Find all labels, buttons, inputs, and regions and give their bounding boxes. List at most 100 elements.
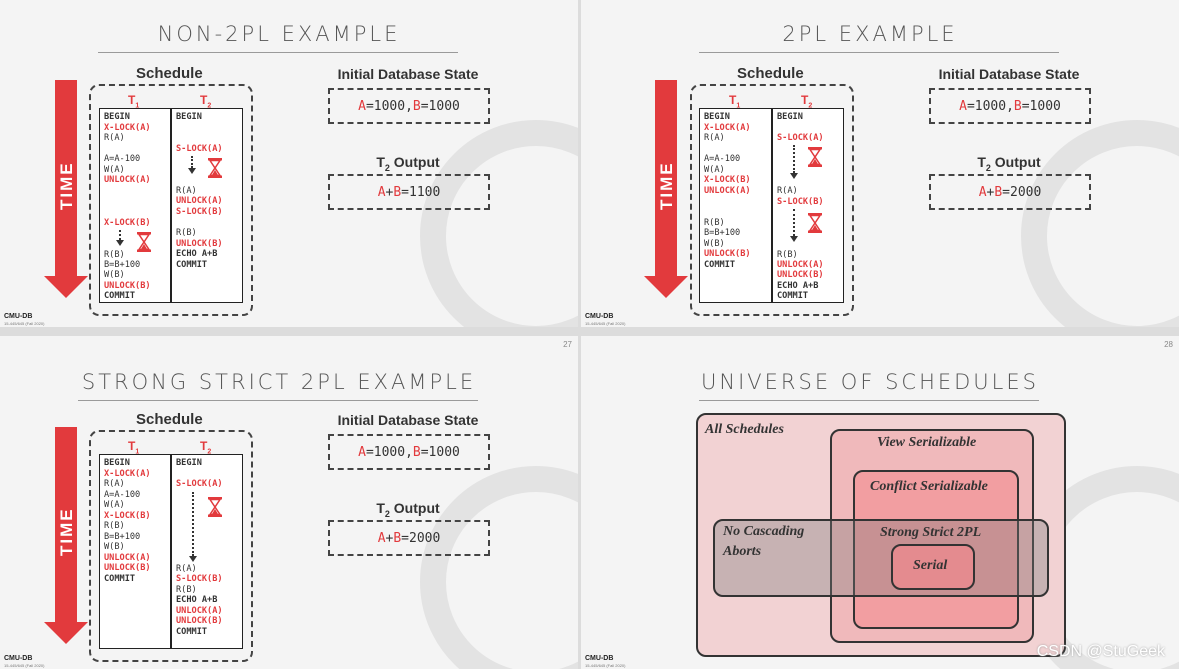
hourglass-icon — [137, 232, 151, 252]
op: R(A) — [777, 186, 798, 196]
course-label: 15-445/645 (Fall 2020) — [585, 321, 626, 326]
op: B=B+100 — [104, 260, 141, 270]
schedule-table — [99, 454, 243, 649]
op: R(B) — [704, 218, 725, 228]
schedule-label: Schedule — [136, 65, 203, 82]
wait-arrow — [793, 145, 795, 173]
op: BEGIN — [777, 112, 803, 122]
wait-arrow — [119, 230, 121, 240]
op: R(B) — [777, 250, 798, 260]
op: UNLOCK(B) — [176, 239, 223, 249]
t1-label: T1 — [128, 439, 140, 456]
op: UNLOCK(A) — [777, 260, 824, 270]
slide-2pl: 2PL EXAMPLE TIME Schedule T1 T2 BEGIN X-… — [581, 0, 1179, 327]
label-no-cascading-line2: Aborts — [723, 544, 762, 559]
op: S-LOCK(A) — [176, 479, 223, 489]
venn-conflict-serializable — [853, 470, 1019, 629]
time-arrow-head — [644, 276, 688, 298]
label-strong-strict-2pl: Strong Strict 2PL — [880, 525, 982, 540]
op: A=A-100 — [104, 154, 141, 164]
output-box: A+B=2000 — [328, 520, 490, 556]
op: UNLOCK(B) — [704, 249, 751, 259]
slide-title: STRONG STRICT 2PL EXAMPLE — [81, 370, 477, 394]
wait-arrow-head — [116, 240, 124, 246]
op: ECHO A+B — [176, 595, 218, 605]
op: W(A) — [704, 165, 725, 175]
slide-strong-strict-2pl: 27 STRONG STRICT 2PL EXAMPLE TIME Schedu… — [0, 336, 578, 669]
op: B=B+100 — [704, 228, 741, 238]
op: UNLOCK(A) — [104, 175, 151, 185]
initial-state-box: A=1000, B=1000 — [328, 434, 490, 470]
op: B=B+100 — [104, 532, 141, 542]
initial-state-title: Initial Database State — [337, 66, 479, 82]
t2-label: T2 — [200, 439, 212, 456]
wait-arrow — [192, 492, 194, 556]
t2-label: T2 — [801, 93, 813, 110]
label-view-serializable: View Serializable — [877, 435, 977, 450]
op: R(A) — [104, 133, 125, 143]
slide-non-2pl: NON-2PL EXAMPLE TIME Schedule T1 T2 BEGI… — [0, 0, 578, 327]
title-rule — [699, 52, 1059, 53]
time-arrow-head — [44, 276, 88, 298]
time-label: TIME — [57, 507, 76, 556]
op: UNLOCK(B) — [777, 270, 824, 280]
op: R(A) — [104, 479, 125, 489]
op: S-LOCK(B) — [777, 197, 824, 207]
slide-title: UNIVERSE OF SCHEDULES — [701, 370, 1039, 394]
cmu-watermark-logo — [420, 466, 578, 669]
op: X-LOCK(B) — [104, 218, 151, 228]
course-label: 15-445/645 (Fall 2020) — [4, 321, 45, 326]
hourglass-icon — [208, 158, 222, 178]
label-conflict-serializable: Conflict Serializable — [870, 479, 988, 494]
csdn-watermark: CSDN @StuGeek — [1036, 643, 1165, 660]
slide-universe: 28 UNIVERSE OF SCHEDULES All Schedules V… — [581, 336, 1179, 669]
op: X-LOCK(B) — [704, 175, 751, 185]
schedule-frame — [690, 84, 854, 316]
op: COMMIT — [104, 291, 136, 301]
column-divider — [170, 455, 172, 648]
initial-state-box: A=1000, B=1000 — [929, 88, 1091, 124]
wait-arrow — [191, 156, 193, 168]
wait-arrow-head — [189, 556, 197, 562]
op: UNLOCK(B) — [176, 616, 223, 626]
cmu-watermark-logo — [1021, 120, 1179, 327]
op: R(A) — [704, 133, 725, 143]
cmu-db-logo: CMU-DB — [585, 313, 614, 320]
initial-state-title: Initial Database State — [938, 66, 1080, 82]
output-box: A+B=2000 — [929, 174, 1091, 210]
op: X-LOCK(B) — [104, 511, 151, 521]
cmu-db-logo: CMU-DB — [4, 313, 33, 320]
hourglass-icon — [208, 497, 222, 517]
venn-no-cascading-aborts — [713, 519, 1049, 597]
op: S-LOCK(B) — [176, 574, 223, 584]
op: UNLOCK(A) — [104, 553, 151, 563]
op: BEGIN — [704, 112, 730, 122]
cmu-db-logo: CMU-DB — [4, 655, 33, 662]
column-divider — [170, 109, 172, 302]
time-arrow — [55, 427, 77, 624]
op: COMMIT — [176, 260, 208, 270]
time-arrow — [655, 80, 677, 278]
op: R(A) — [176, 564, 197, 574]
slide-title: NON-2PL EXAMPLE — [157, 22, 401, 46]
column-divider — [771, 109, 773, 302]
label-serial: Serial — [913, 558, 948, 573]
schedule-table — [99, 108, 243, 303]
page-number: 28 — [1164, 340, 1173, 349]
initial-state-title: Initial Database State — [337, 412, 479, 428]
venn-serial — [891, 544, 975, 590]
op: W(B) — [704, 239, 725, 249]
title-rule — [699, 400, 1039, 401]
op: COMMIT — [104, 574, 136, 584]
title-rule — [78, 400, 478, 401]
op: COMMIT — [704, 260, 736, 270]
op: S-LOCK(B) — [176, 207, 223, 217]
op: COMMIT — [176, 627, 208, 637]
title-rule — [98, 52, 458, 53]
op: W(A) — [104, 165, 125, 175]
initial-state-box: A=1000, B=1000 — [328, 88, 490, 124]
schedule-frame — [89, 430, 253, 662]
wait-arrow-head — [790, 173, 798, 179]
op: A=A-100 — [704, 154, 741, 164]
output-box: A+B=1100 — [328, 174, 490, 210]
